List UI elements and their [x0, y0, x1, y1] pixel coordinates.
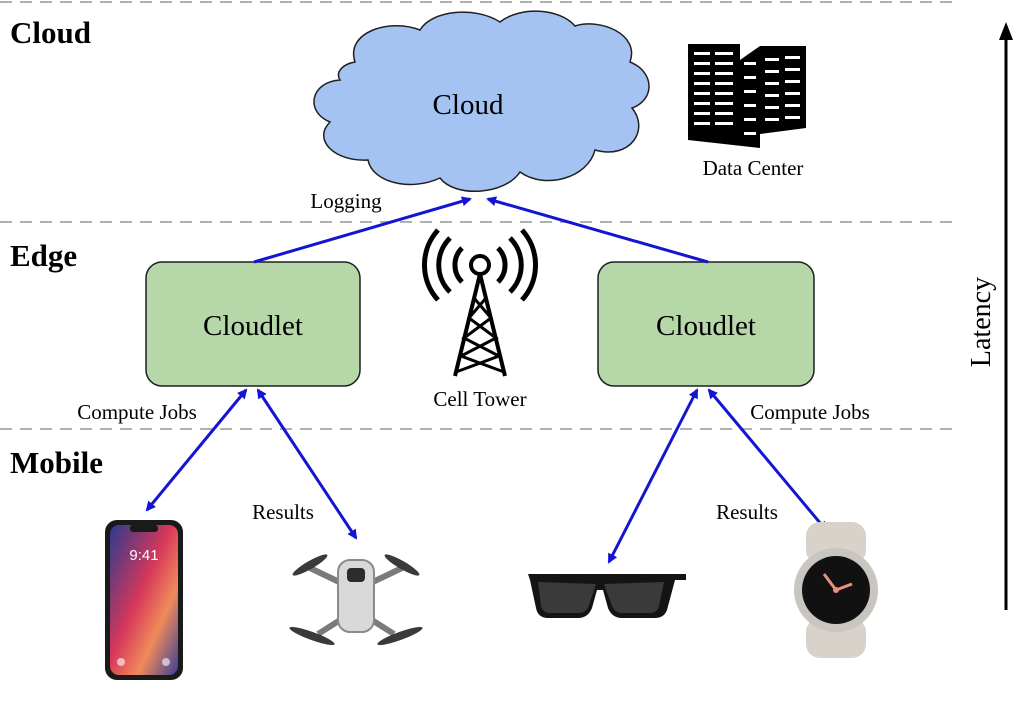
arrow-cloudlet-right-glasses — [607, 388, 699, 564]
tier-label-cloud: Cloud — [10, 15, 91, 50]
cloud-shape — [313, 10, 650, 193]
arrow-cloudlet-left-phone — [145, 388, 248, 512]
smartwatch-icon — [794, 522, 878, 658]
results-right-label: Results — [716, 500, 778, 524]
latency-axis: Latency — [966, 22, 1013, 610]
arrow-cloudlet-right-watch — [707, 388, 828, 532]
cloudlet-right-label: Cloudlet — [656, 310, 756, 342]
tier-label-edge: Edge — [10, 238, 77, 273]
tier-label-mobile: Mobile — [10, 445, 103, 480]
cell-tower-label: Cell Tower — [433, 387, 526, 411]
cloudlet-right: Cloudlet — [597, 261, 815, 387]
cloud-node: Cloud — [313, 10, 650, 193]
cell-tower-icon — [422, 228, 538, 377]
smartphone-icon: 9:41 — [105, 520, 183, 680]
arrow-cloudlet-left-drone — [256, 388, 358, 540]
latency-label: Latency — [966, 277, 997, 367]
logging-label: Logging — [310, 189, 382, 213]
data-center-label: Data Center — [703, 156, 804, 180]
cloudlet-left: Cloudlet — [145, 261, 361, 387]
cloudlet-left-label: Cloudlet — [203, 310, 303, 342]
arrow-cloudlet-left-to-cloud — [253, 196, 472, 264]
cloud-label: Cloud — [433, 89, 504, 121]
drone-icon — [289, 554, 423, 646]
compute-jobs-right-label: Compute Jobs — [750, 400, 870, 424]
latency-arrowhead — [999, 22, 1013, 40]
data-center-icon — [688, 44, 806, 148]
svg-text:9:41: 9:41 — [129, 547, 158, 564]
compute-jobs-left-label: Compute Jobs — [77, 400, 197, 424]
results-left-label: Results — [252, 500, 314, 524]
server-rack-lines — [694, 52, 800, 135]
smart-glasses-icon — [528, 574, 686, 618]
arrow-cloudlet-right-to-cloud — [486, 196, 709, 264]
